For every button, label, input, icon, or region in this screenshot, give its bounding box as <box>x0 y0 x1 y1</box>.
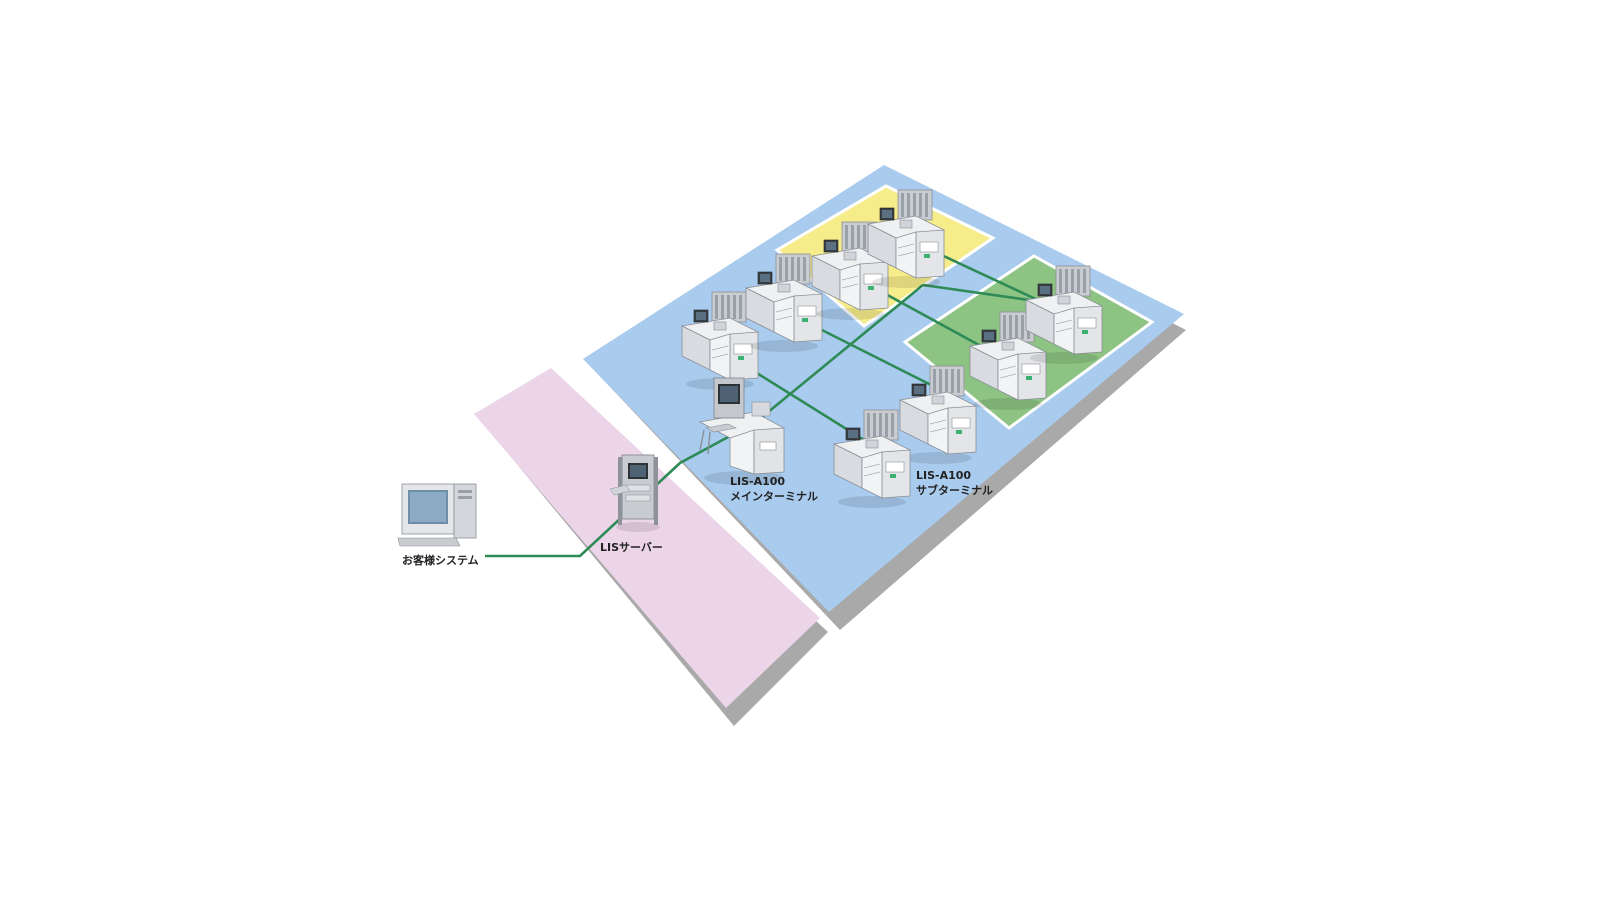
sub-terminal-label: LIS-A100 サブターミナル <box>916 468 993 498</box>
sub-terminal-model: LIS-A100 <box>916 469 972 482</box>
pink-floor <box>474 368 820 708</box>
lis-server-label: LISサーバー <box>600 541 663 554</box>
customer-system-label: お客様システム <box>402 554 479 567</box>
main-terminal-model: LIS-A100 <box>730 475 786 488</box>
main-terminal-label: LIS-A100 メインターミナル <box>730 474 818 504</box>
main-terminal-name: メインターミナル <box>730 490 818 503</box>
desktop-computer-icon <box>397 483 477 547</box>
sub-terminal-name: サブターミナル <box>916 484 993 497</box>
server-rack-icon <box>609 454 660 532</box>
